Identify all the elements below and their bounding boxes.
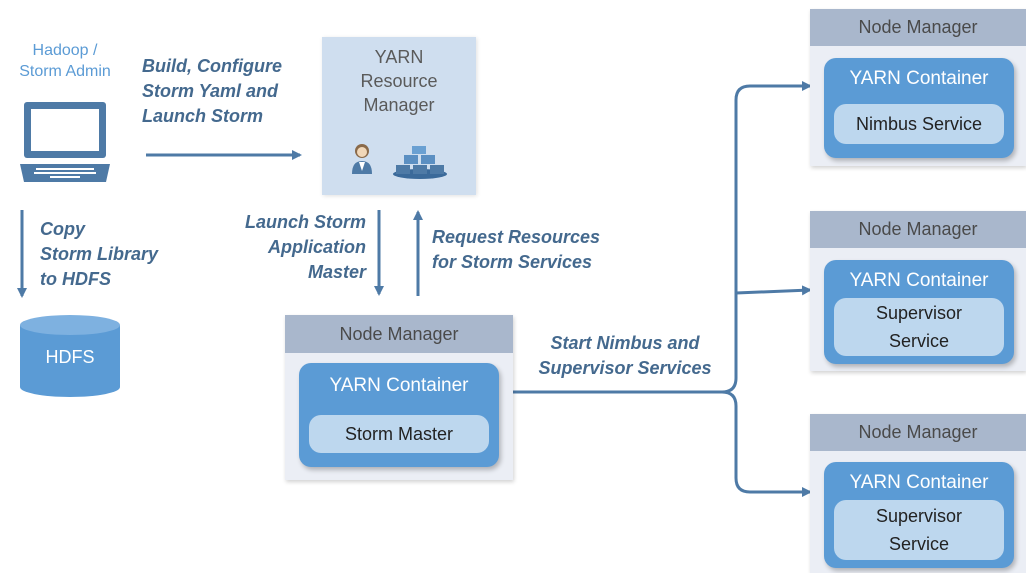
- node-manager-1: Node Manager YARN Container Nimbus Servi…: [810, 9, 1026, 166]
- yarn-container-title: YARN Container: [849, 472, 989, 493]
- server-stack-icon: [393, 146, 447, 179]
- node-manager-header: Node Manager: [810, 211, 1026, 248]
- copy-library-label: Copy Storm Library to HDFS: [40, 219, 159, 289]
- nimbus-service: Nimbus Service: [834, 104, 1004, 144]
- launch-master-label: Launch Storm Application Master: [244, 212, 366, 282]
- hdfs-storage: HDFS: [20, 315, 120, 397]
- node-manager-header: Node Manager: [810, 414, 1026, 451]
- yarn-container: YARN Container Storm Master: [299, 363, 499, 467]
- supervisor-service: Supervisor Service: [834, 500, 1004, 560]
- build-configure-label: Build, Configure Storm Yaml and Launch S…: [142, 56, 282, 126]
- yarn-container-title: YARN Container: [849, 270, 989, 291]
- request-resources-label: Request Resources for Storm Services: [432, 227, 601, 272]
- node-manager-2: Node Manager YARN Container Supervisor S…: [810, 211, 1026, 371]
- resource-manager-box: YARN Resource Manager: [322, 37, 476, 195]
- yarn-container: YARN Container Supervisor Service: [824, 462, 1014, 568]
- storm-master-service: Storm Master: [309, 415, 489, 453]
- start-services-label: Start Nimbus and Supervisor Services: [538, 333, 712, 378]
- yarn-container-title: YARN Container: [849, 68, 989, 89]
- resource-manager-title: YARN Resource Manager: [360, 47, 438, 115]
- yarn-container: YARN Container Supervisor Service: [824, 260, 1014, 364]
- master-node-manager: Node Manager YARN Container Storm Master: [285, 315, 513, 480]
- computer-icon: [20, 102, 110, 182]
- arrow-branch-to-node3: [721, 390, 812, 497]
- hdfs-label: HDFS: [45, 347, 95, 367]
- supervisor-service: Supervisor Service: [834, 298, 1004, 356]
- yarn-container-title: YARN Container: [329, 375, 469, 396]
- admin-label-line2: Storm Admin: [19, 63, 111, 80]
- arrow-branch-to-node2: [735, 285, 812, 296]
- admin-label: Hadoop / Storm Admin: [0, 40, 130, 82]
- node-manager-header: Node Manager: [810, 9, 1026, 46]
- node-manager-3: Node Manager YARN Container Supervisor S…: [810, 414, 1026, 573]
- user-icon: [352, 144, 372, 174]
- admin-label-line1: Hadoop /: [32, 42, 98, 59]
- node-manager-header: Node Manager: [285, 315, 513, 353]
- database-icon: [20, 315, 120, 397]
- yarn-container: YARN Container Nimbus Service: [824, 58, 1014, 158]
